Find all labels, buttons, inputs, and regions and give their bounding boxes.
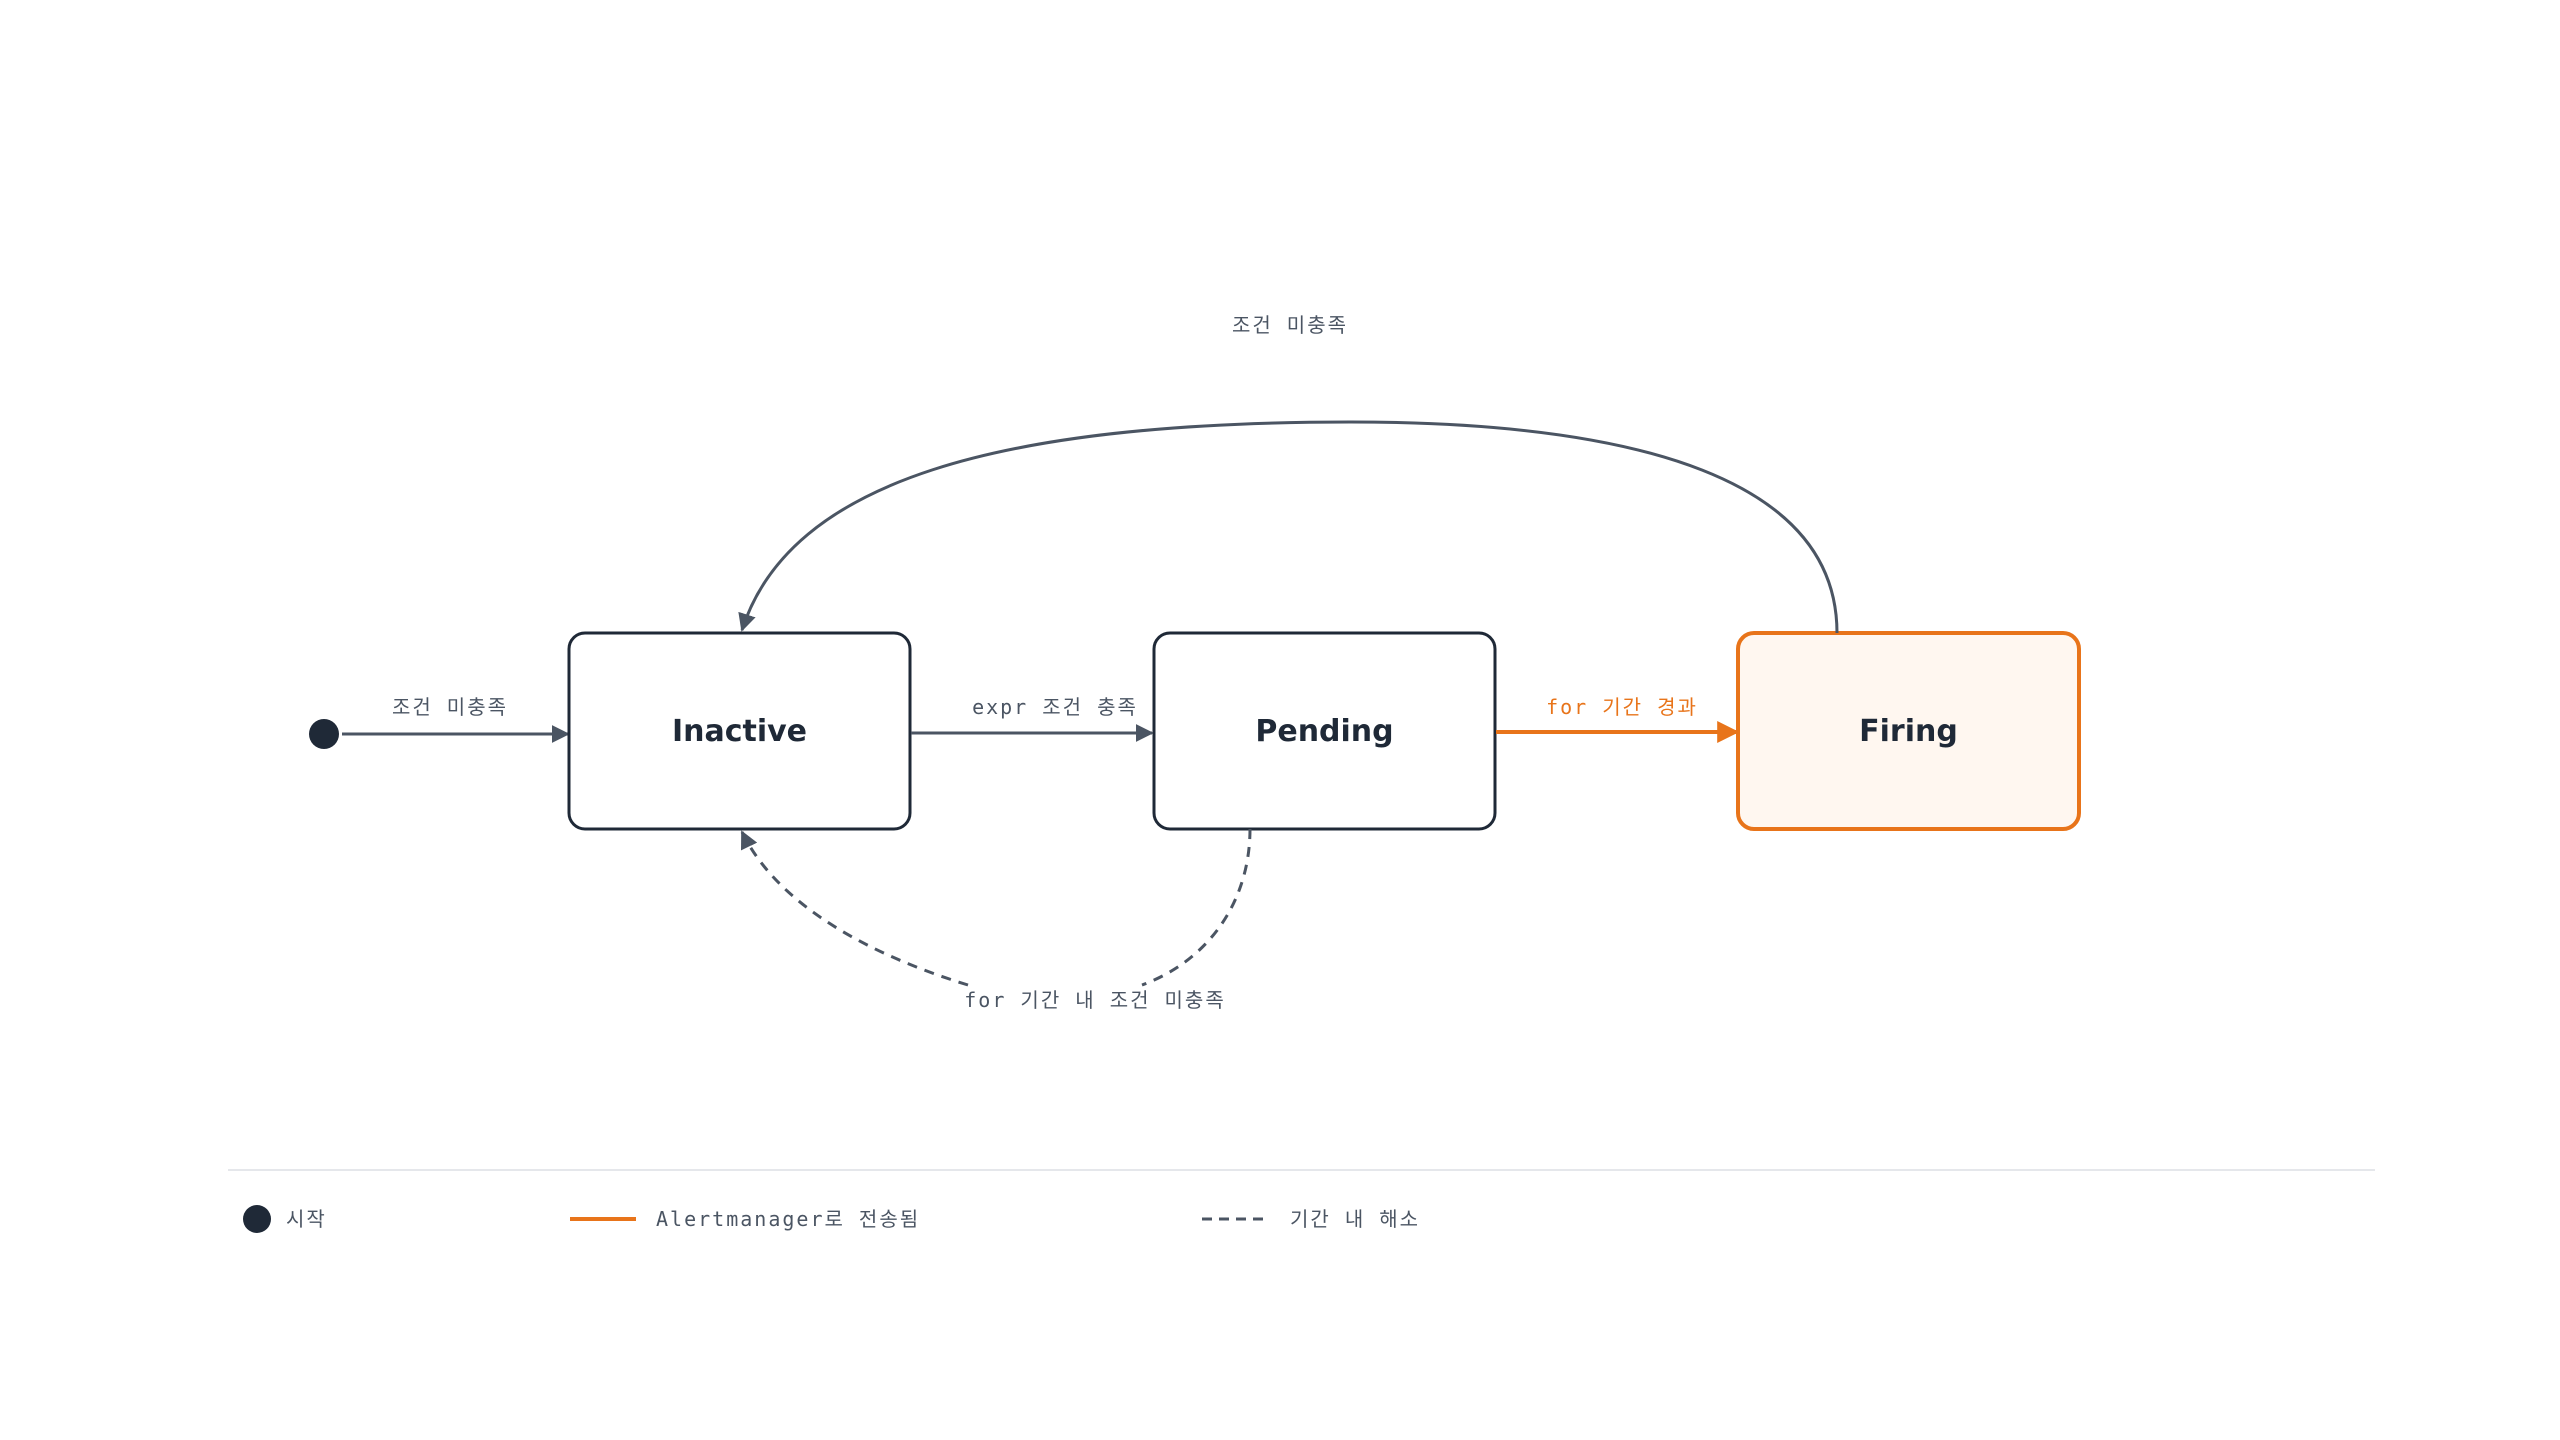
legend-item-start: 시작: [243, 1205, 327, 1233]
state-inactive: Inactive: [567, 631, 912, 831]
edge-label-firing-to-inactive: 조건 미충족: [1232, 313, 1348, 337]
edge-label-pending-to-firing: for 기간 경과: [1546, 695, 1698, 719]
edge-label-pending-to-inactive: for 기간 내 조건 미충족: [964, 988, 1226, 1012]
start-node: [309, 719, 339, 749]
legend-item-sent: Alertmanager로 전송됨: [570, 1207, 920, 1231]
legend-resolved-label: 기간 내 해소: [1290, 1207, 1420, 1231]
edge-firing-to-inactive-curve: [738, 420, 1839, 634]
state-firing: Firing: [1736, 631, 2081, 831]
state-firing-label: Firing: [1859, 714, 1958, 749]
legend-item-resolved: 기간 내 해소: [1202, 1207, 1420, 1231]
state-inactive-label: Inactive: [672, 714, 807, 749]
edge-label-start-to-inactive: 조건 미충족: [392, 695, 508, 719]
edge-label-inactive-to-pending: expr 조건 충족: [972, 695, 1138, 719]
edge-pending-to-inactive-right: [1141, 828, 1252, 987]
legend-start-label: 시작: [286, 1207, 327, 1231]
state-pending: Pending: [1152, 631, 1497, 831]
legend-start-dot-icon: [243, 1205, 271, 1233]
edge-pending-to-inactive-left: [740, 830, 969, 987]
legend-sent-label: Alertmanager로 전송됨: [656, 1207, 920, 1231]
edge-firing-to-inactive: [742, 388, 1837, 633]
state-pending-label: Pending: [1255, 714, 1393, 749]
